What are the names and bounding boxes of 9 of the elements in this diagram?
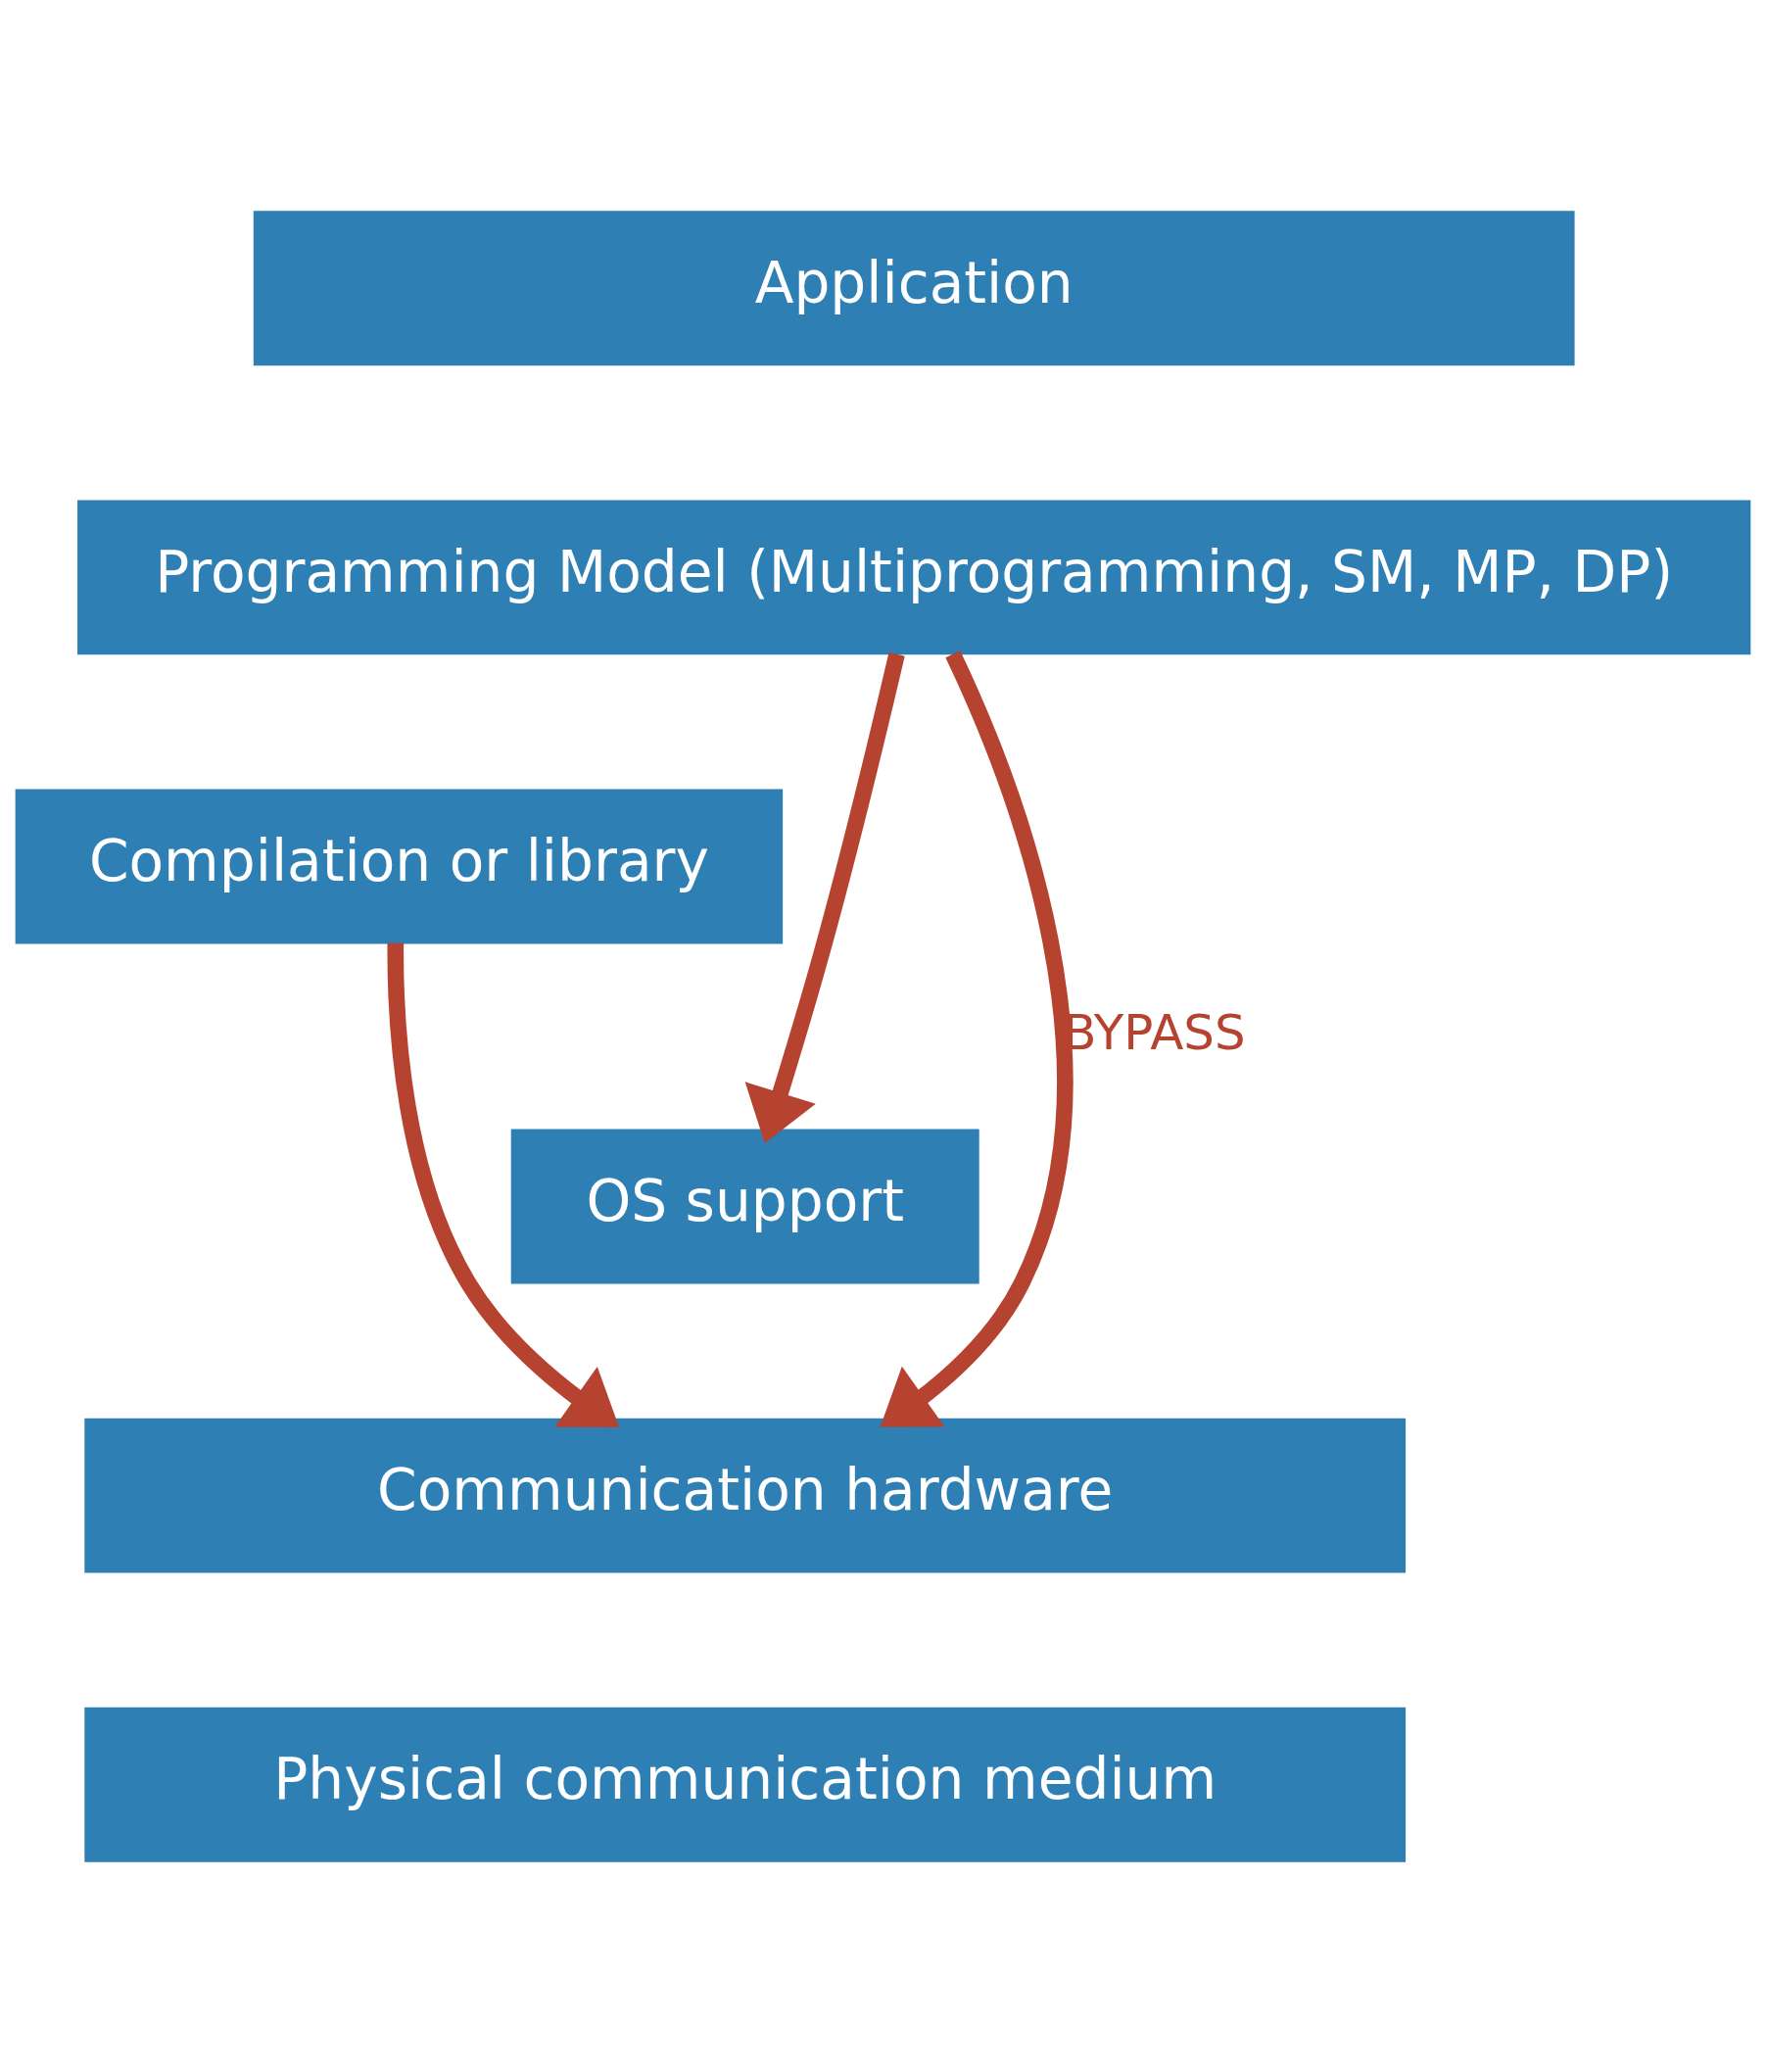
node-box: Compilation or library xyxy=(15,789,784,943)
node-box: OS support xyxy=(510,1129,979,1283)
arrow xyxy=(744,651,905,1143)
node-box: Physical communication medium xyxy=(84,1707,1407,1862)
arrow xyxy=(387,942,620,1427)
node-box: Programming Model (Multiprogramming, SM, MP, DP) xyxy=(77,499,1751,654)
node-box: Application xyxy=(253,210,1575,365)
node-box: Communication hardware xyxy=(84,1418,1407,1573)
arrow xyxy=(880,650,1073,1427)
